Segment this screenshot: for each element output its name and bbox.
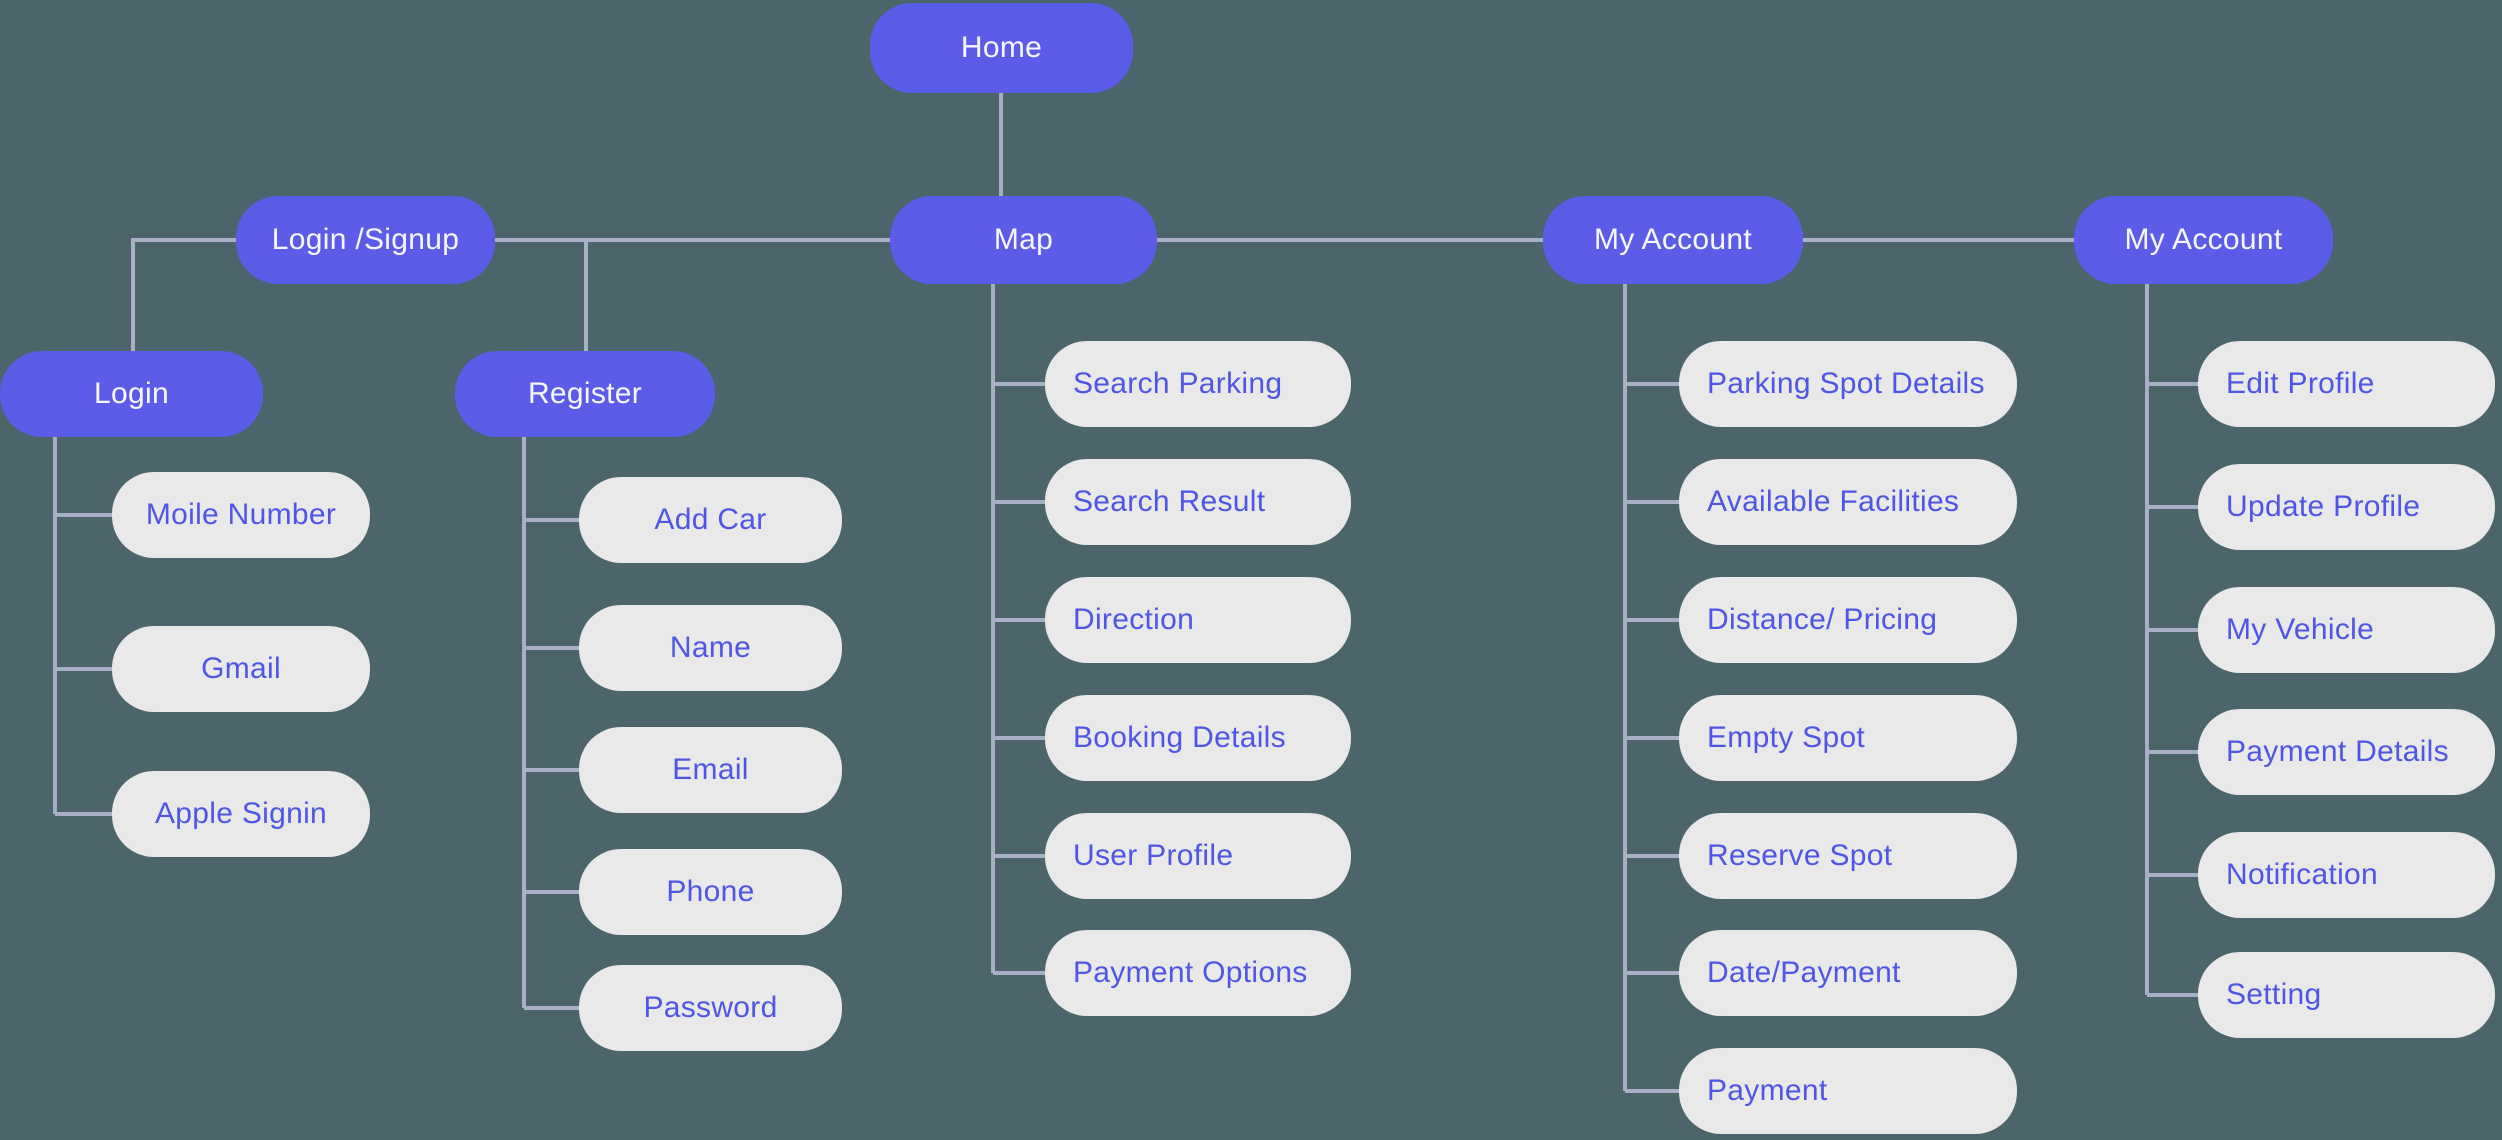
- node-my-account-1: My Account: [1543, 196, 1803, 284]
- node-password: Password: [579, 965, 842, 1051]
- node-payment-details: Payment Details: [2198, 709, 2495, 795]
- node-date-payment: Date/Payment: [1679, 930, 2017, 1016]
- connector-register-children: [522, 437, 579, 1010]
- connector-trunk-login-elbow: [131, 238, 236, 351]
- node-register: Register: [455, 351, 715, 437]
- node-login-signup: Login /Signup: [236, 196, 495, 284]
- node-my-vehicle: My Vehicle: [2198, 587, 2495, 673]
- node-apple-signin: Apple Signin: [112, 771, 370, 857]
- node-payment: Payment: [1679, 1048, 2017, 1134]
- connector-myaccount1-children: [1623, 284, 1679, 1093]
- node-user-profile: User Profile: [1045, 813, 1351, 899]
- node-reserve-spot: Reserve Spot: [1679, 813, 2017, 899]
- node-setting: Setting: [2198, 952, 2495, 1038]
- node-direction: Direction: [1045, 577, 1351, 663]
- node-map: Map: [890, 196, 1157, 284]
- node-gmail: Gmail: [112, 626, 370, 712]
- connector-myaccount2-children: [2145, 284, 2198, 997]
- node-search-parking: Search Parking: [1045, 341, 1351, 427]
- node-phone: Phone: [579, 849, 842, 935]
- node-available-facilities: Available Facilities: [1679, 459, 2017, 545]
- node-empty-spot: Empty Spot: [1679, 695, 2017, 781]
- node-booking-details: Booking Details: [1045, 695, 1351, 781]
- node-email: Email: [579, 727, 842, 813]
- node-payment-options: Payment Options: [1045, 930, 1351, 1016]
- node-login: Login: [0, 351, 263, 437]
- node-name: Name: [579, 605, 842, 691]
- node-search-result: Search Result: [1045, 459, 1351, 545]
- node-add-car: Add Car: [579, 477, 842, 563]
- node-notification: Notification: [2198, 832, 2495, 918]
- node-parking-spot-details: Parking Spot Details: [1679, 341, 2017, 427]
- node-moile-number: Moile Number: [112, 472, 370, 558]
- connector-map-children: [991, 284, 1045, 975]
- node-my-account-2: My Account: [2074, 196, 2333, 284]
- node-home: Home: [870, 3, 1133, 93]
- node-update-profile: Update Profile: [2198, 464, 2495, 550]
- node-edit-profile: Edit Profile: [2198, 341, 2495, 427]
- connector-login-children: [53, 437, 112, 816]
- node-distance-pricing: Distance/ Pricing: [1679, 577, 2017, 663]
